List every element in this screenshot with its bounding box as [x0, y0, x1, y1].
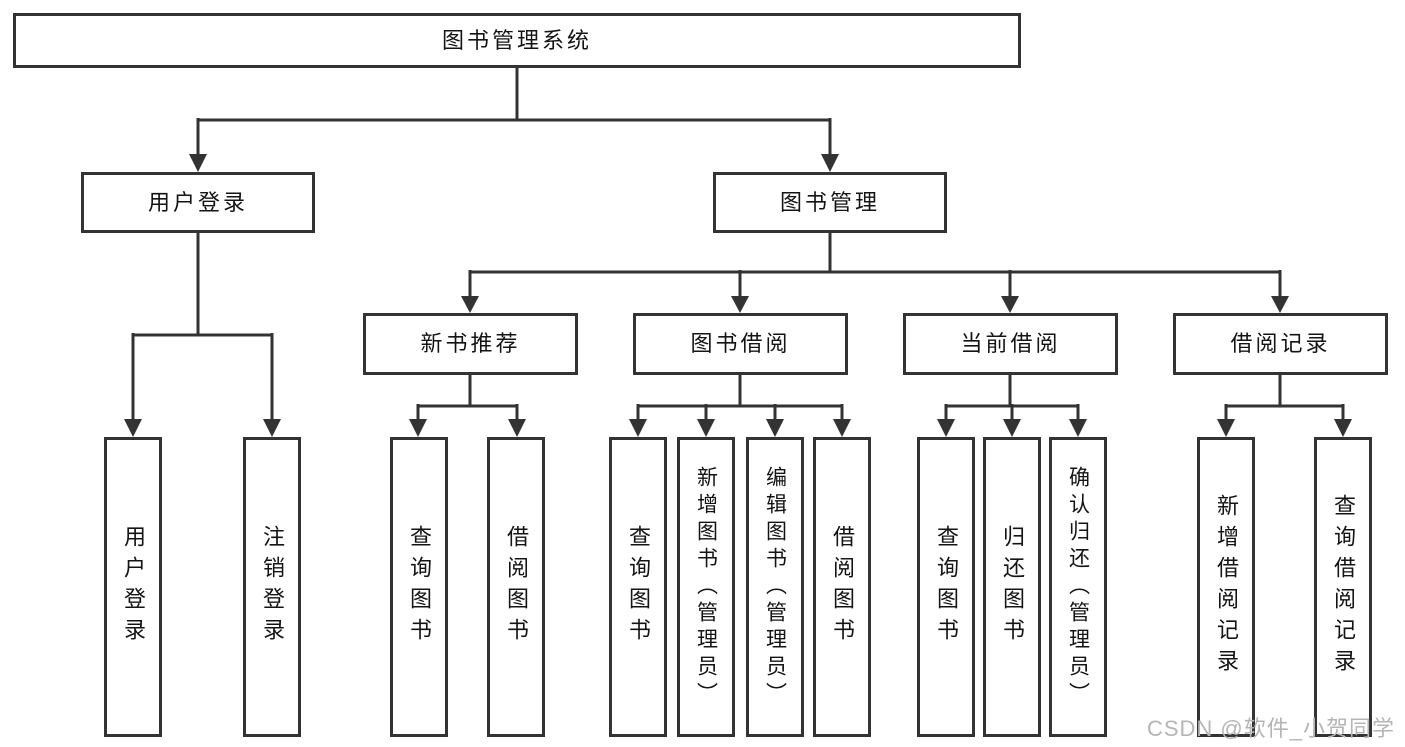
leaf-label: 新增借阅记录 — [1214, 494, 1239, 680]
leaf-label: 用户登录 — [121, 525, 146, 649]
leaf-edit-book-admin: 编辑图书（管理员） — [746, 437, 804, 737]
leaf-query-borrow-record: 查询借阅记录 — [1314, 437, 1372, 737]
leaf-borrow-books-borrow: 借阅图书 — [813, 437, 871, 737]
leaf-label: 确认归还（管理员） — [1066, 465, 1090, 709]
leaf-label: 查询图书 — [934, 525, 959, 649]
leaf-add-book-admin: 新增图书（管理员） — [677, 437, 735, 737]
node-library-management-system: 图书管理系统 — [13, 13, 1021, 68]
node-user-login: 用户登录 — [81, 172, 315, 233]
leaf-borrow-books-recommend: 借阅图书 — [487, 437, 545, 737]
leaf-user-login: 用户登录 — [104, 437, 162, 737]
leaf-label: 借阅图书 — [830, 525, 855, 649]
leaf-add-borrow-record: 新增借阅记录 — [1197, 437, 1255, 737]
leaf-label: 新增图书（管理员） — [694, 465, 718, 709]
leaf-label: 查询图书 — [407, 525, 432, 649]
leaf-query-books-recommend: 查询图书 — [390, 437, 448, 737]
csdn-watermark: CSDN @软件_小贺同学 — [1146, 716, 1395, 741]
leaf-label: 借阅图书 — [504, 525, 529, 649]
leaf-label: 查询图书 — [626, 525, 651, 649]
node-book-management: 图书管理 — [713, 172, 947, 233]
leaf-label: 归还图书 — [1000, 525, 1025, 649]
node-current-borrowing: 当前借阅 — [903, 313, 1118, 375]
leaf-logout: 注销登录 — [243, 437, 301, 737]
leaf-label: 编辑图书（管理员） — [763, 465, 787, 709]
node-borrowing-records: 借阅记录 — [1173, 313, 1388, 375]
leaf-query-books-current: 查询图书 — [917, 437, 975, 737]
leaf-query-books-borrow: 查询图书 — [609, 437, 667, 737]
node-new-book-recommendation: 新书推荐 — [363, 313, 578, 375]
leaf-return-books: 归还图书 — [983, 437, 1041, 737]
leaf-label: 注销登录 — [260, 525, 285, 649]
leaf-label: 查询借阅记录 — [1331, 494, 1356, 680]
node-book-borrowing: 图书借阅 — [633, 313, 848, 375]
leaf-confirm-return-admin: 确认归还（管理员） — [1049, 437, 1107, 737]
